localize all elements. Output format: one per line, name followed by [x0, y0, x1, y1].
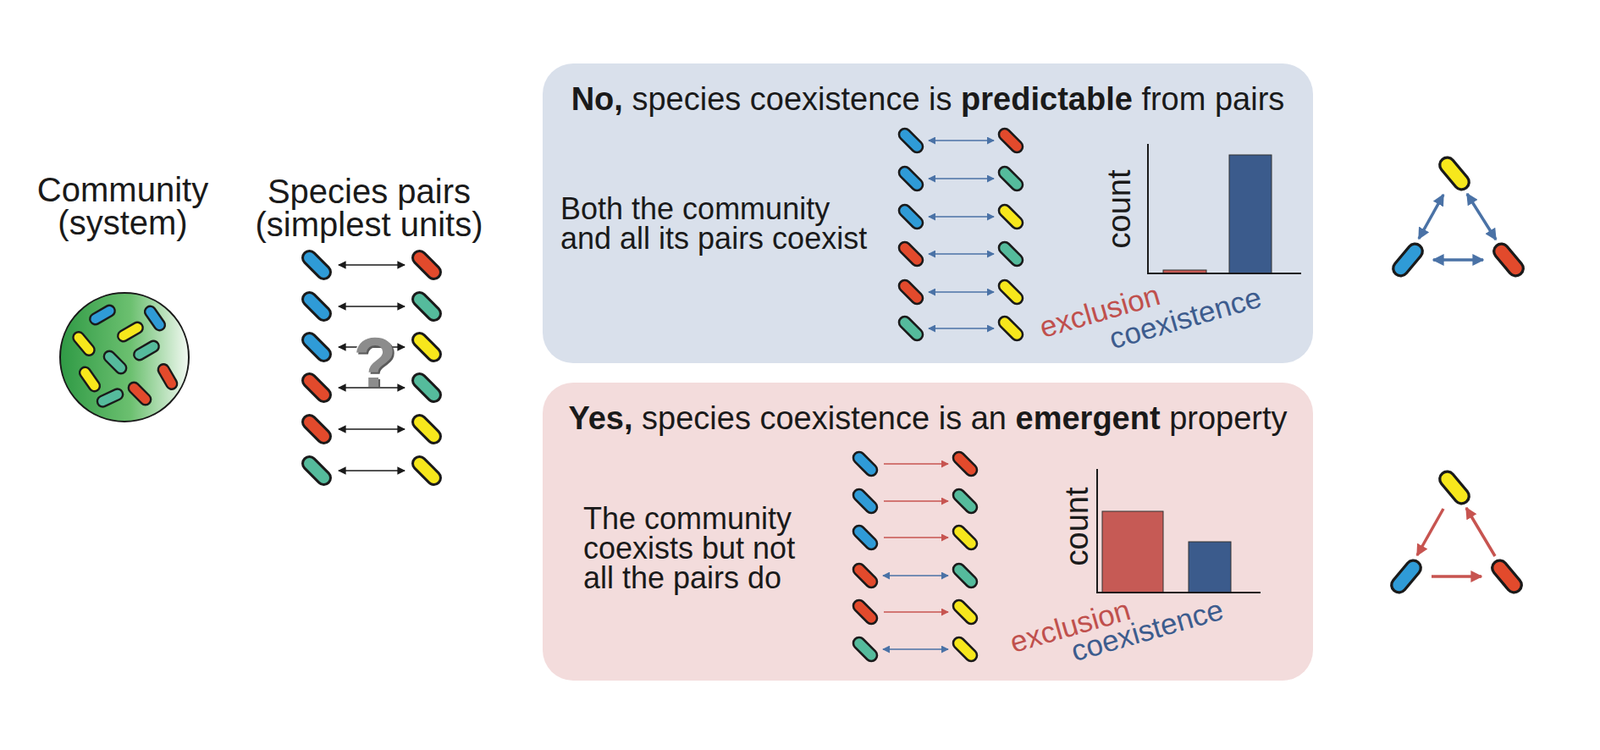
interaction-arrow — [1417, 508, 1444, 556]
bacterium — [996, 277, 1026, 307]
bacterium — [126, 380, 154, 408]
bacterium — [299, 289, 334, 324]
node-heading: Community (system) — [8, 173, 238, 240]
bacterium — [409, 453, 444, 488]
bacterium — [850, 523, 880, 552]
bacterium — [77, 364, 103, 394]
pair-arrow — [338, 469, 405, 472]
bacterium — [1390, 240, 1426, 279]
bacterium — [950, 634, 980, 664]
pair-arrow — [338, 264, 405, 266]
bar — [1188, 541, 1231, 593]
bacterium — [299, 412, 334, 447]
bacterium — [409, 289, 444, 324]
bacterium — [996, 126, 1026, 155]
chart-axis — [1147, 143, 1302, 274]
panel-heading: No, species coexistence is predictable f… — [571, 80, 1286, 118]
pair-arrow — [882, 648, 949, 651]
pair-arrow — [883, 463, 949, 465]
bacterium — [950, 597, 980, 627]
bacterium — [71, 330, 97, 359]
axis-label: count — [1101, 170, 1137, 249]
panel-body: The community coexists but not all the p… — [583, 503, 814, 593]
bacterium — [299, 453, 334, 488]
bacterium — [409, 330, 444, 365]
pair-arrow — [338, 305, 405, 308]
bacterium — [409, 412, 444, 447]
bacterium — [896, 126, 926, 155]
pair-arrow — [883, 611, 949, 613]
bacterium — [409, 248, 444, 282]
chart-axis — [1097, 468, 1261, 593]
bacterium — [88, 303, 117, 326]
column-heading: Species pairs (simplest units) — [242, 175, 497, 242]
pair-arrow — [928, 177, 994, 180]
bacterium — [1489, 557, 1525, 596]
bacterium — [1388, 557, 1424, 596]
bacterium — [996, 202, 1026, 232]
bar — [1102, 511, 1164, 593]
bacterium — [101, 348, 129, 376]
pair-arrow — [928, 327, 994, 330]
bacterium — [115, 320, 145, 343]
bacterium — [299, 248, 334, 282]
bacterium — [996, 314, 1026, 343]
bacterium — [132, 338, 161, 362]
bacterium — [850, 597, 880, 627]
bacterium — [950, 523, 980, 552]
interaction-arrow — [1467, 193, 1496, 240]
pair-arrow — [883, 500, 949, 503]
bacterium — [896, 277, 926, 307]
panel-heading: Yes, species coexistence is an emergent … — [568, 399, 1287, 437]
pair-arrow — [882, 574, 949, 577]
axis-label: count — [1059, 487, 1095, 567]
bacterium — [299, 370, 334, 405]
pair-arrow — [928, 291, 994, 293]
bacterium — [996, 239, 1026, 269]
bacterium — [155, 362, 179, 392]
pair-arrow — [928, 215, 994, 218]
bacterium — [950, 449, 980, 479]
interaction-arrow — [1418, 194, 1444, 239]
bacterium — [950, 561, 980, 591]
bacterium — [850, 486, 880, 516]
bacterium — [95, 386, 125, 409]
bacterium — [896, 202, 926, 232]
bacterium — [896, 314, 926, 343]
bacterium — [1436, 468, 1473, 507]
bacterium — [299, 330, 334, 365]
interaction-arrow — [1431, 574, 1482, 579]
bacterium — [996, 164, 1026, 194]
pair-arrow — [928, 253, 994, 255]
question-mark: ? — [353, 323, 397, 402]
bacterium — [850, 449, 880, 479]
bacterium — [850, 634, 880, 664]
bacterium — [143, 303, 168, 333]
bacterium — [950, 486, 980, 516]
pair-arrow — [883, 536, 949, 539]
community-circle — [60, 292, 189, 422]
interaction-arrow — [1466, 507, 1496, 557]
bacterium — [896, 239, 926, 269]
bacterium — [409, 370, 444, 405]
bacterium — [896, 164, 926, 194]
pair-arrow — [928, 139, 994, 142]
bacterium — [1436, 154, 1473, 193]
pair-arrow — [338, 428, 405, 431]
emergent-panel: Yes, species coexistence is an emergent … — [542, 382, 1314, 681]
bacterium — [1490, 240, 1527, 279]
panel-body: Both the community and all its pairs coe… — [560, 193, 879, 254]
bacterium — [850, 561, 880, 591]
bar — [1229, 154, 1272, 274]
interaction-arrow — [1433, 258, 1484, 262]
